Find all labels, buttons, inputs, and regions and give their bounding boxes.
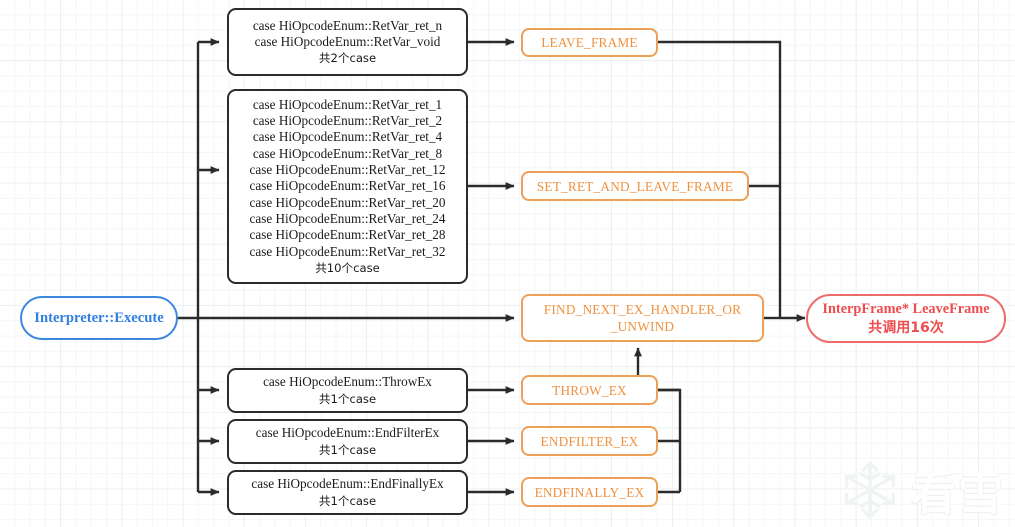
case-line: case HiOpcodeEnum::RetVar_ret_8 xyxy=(252,145,443,161)
macro-label: ENDFINALLY_EX xyxy=(534,484,645,500)
node-macro-set-ret-and-leave-frame[interactable]: SET_RET_AND_LEAVE_FRAME xyxy=(521,171,749,201)
edge-exrail-to-find-next xyxy=(634,347,682,492)
node-macro-leave-frame[interactable]: LEAVE_FRAME xyxy=(521,28,658,57)
macro-label: LEAVE_FRAME xyxy=(541,35,638,50)
node-macro-find-next-ex-handler-or-unwind[interactable]: FIND_NEXT_EX_HANDLER_OR _UNWIND xyxy=(521,294,764,342)
case-line: case HiOpcodeEnum::RetVar_ret_4 xyxy=(252,129,443,145)
case-count-label: 共10个case xyxy=(315,260,380,275)
case-line: case HiOpcodeEnum::EndFilterEx xyxy=(255,425,440,441)
result-label-line2: 共调用16次 xyxy=(868,319,944,336)
case-line: case HiOpcodeEnum::ThrowEx xyxy=(263,374,432,390)
node-macro-endfinally-ex[interactable]: ENDFINALLY_EX xyxy=(521,477,658,507)
node-macro-throw-ex[interactable]: THROW_EX xyxy=(521,375,658,405)
node-interpreter-execute[interactable]: Interpreter::Execute xyxy=(20,296,178,340)
node-case-group-endfilter-ex[interactable]: case HiOpcodeEnum::EndFilterEx 共1个case xyxy=(227,419,468,464)
macro-label: SET_RET_AND_LEAVE_FRAME xyxy=(536,178,734,194)
snowflake-icon xyxy=(845,461,895,519)
entry-label: Interpreter::Execute xyxy=(34,309,164,326)
node-case-group-endfinally-ex[interactable]: case HiOpcodeEnum::EndFinallyEx 共1个case xyxy=(227,470,468,515)
macro-label-line1: FIND_NEXT_EX_HANDLER_OR xyxy=(543,302,742,317)
case-line: case HiOpcodeEnum::RetVar_void xyxy=(254,33,441,49)
case-line: case HiOpcodeEnum::EndFinallyEx xyxy=(251,476,444,492)
macro-label: THROW_EX xyxy=(552,382,627,398)
node-case-group-ret-void[interactable]: case HiOpcodeEnum::RetVar_ret_n case HiO… xyxy=(227,8,468,76)
case-line: case HiOpcodeEnum::RetVar_ret_1 xyxy=(252,96,443,112)
macro-label: ENDFILTER_EX xyxy=(540,433,639,449)
case-line: case HiOpcodeEnum::RetVar_ret_12 xyxy=(249,162,446,178)
node-macro-endfilter-ex[interactable]: ENDFILTER_EX xyxy=(521,426,658,456)
node-case-group-throw-ex[interactable]: case HiOpcodeEnum::ThrowEx 共1个case xyxy=(227,368,468,413)
macro-label-line2: _UNWIND xyxy=(610,319,675,334)
case-count-label: 共1个case xyxy=(318,442,377,457)
case-line: case HiOpcodeEnum::RetVar_ret_20 xyxy=(249,194,446,210)
node-case-group-ret-sized[interactable]: case HiOpcodeEnum::RetVar_ret_1 case HiO… xyxy=(227,89,468,284)
case-line: case HiOpcodeEnum::RetVar_ret_16 xyxy=(249,178,446,194)
watermark-text: 看雪 xyxy=(910,467,1005,520)
case-line: case HiOpcodeEnum::RetVar_ret_n xyxy=(252,17,443,33)
case-count-label: 共1个case xyxy=(318,493,377,508)
watermark: 看雪 xyxy=(837,455,1009,525)
case-line: case HiOpcodeEnum::RetVar_ret_24 xyxy=(249,210,446,226)
case-count-label: 共1个case xyxy=(318,391,377,406)
case-count-label: 共2个case xyxy=(318,51,377,66)
case-line: case HiOpcodeEnum::RetVar_ret_32 xyxy=(249,243,446,259)
node-result-leaveframe[interactable]: InterpFrame* LeaveFrame 共调用16次 xyxy=(806,294,1006,343)
result-label-line1: InterpFrame* LeaveFrame xyxy=(822,300,990,317)
case-line: case HiOpcodeEnum::RetVar_ret_28 xyxy=(249,227,446,243)
case-line: case HiOpcodeEnum::RetVar_ret_2 xyxy=(252,113,443,129)
